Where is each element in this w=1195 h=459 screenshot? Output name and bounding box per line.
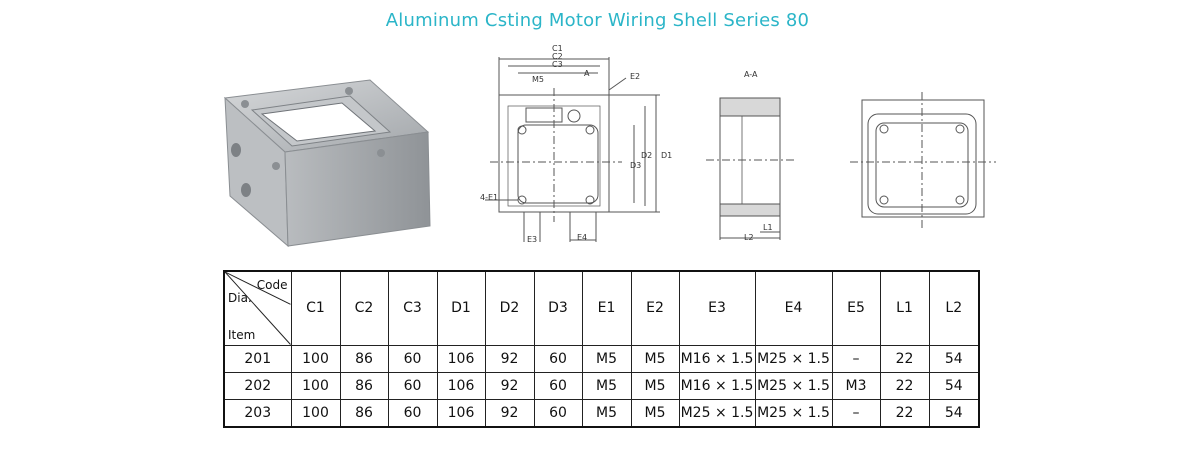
product-photo xyxy=(223,79,431,248)
table-cell: 60 xyxy=(533,398,583,427)
table-cell: 92 xyxy=(484,344,535,373)
table-cell: 92 xyxy=(484,398,535,427)
page-title: Aluminum Csting Motor Wiring Shell Serie… xyxy=(385,10,810,31)
table-cell: 86 xyxy=(339,371,389,400)
header-e3: E3 xyxy=(678,270,756,346)
header-l2: L2 xyxy=(928,270,980,346)
table-cell: M5 xyxy=(581,398,632,427)
table-cell: 54 xyxy=(928,371,980,400)
label-e2: E2 xyxy=(630,72,640,81)
label-c3: C3 xyxy=(552,60,563,69)
table-cell: 106 xyxy=(436,344,486,373)
technical-drawings: C1 C2 C3 A M5 E2 D3 D2 D1 4-E1 E3 E4 A-A… xyxy=(223,44,996,248)
table-cell: 100 xyxy=(290,371,341,400)
header-l1: L1 xyxy=(879,270,930,346)
table-cell: – xyxy=(831,398,881,427)
table-cell: 203 xyxy=(223,398,292,427)
label-e4: E4 xyxy=(577,233,587,242)
table-cell: 22 xyxy=(879,344,930,373)
table-cell: 100 xyxy=(290,398,341,427)
table-cell: 106 xyxy=(436,398,486,427)
table-cell: 92 xyxy=(484,371,535,400)
header-c1: C1 xyxy=(290,270,341,346)
table-corner-cell: Code Dia. Item xyxy=(223,270,292,346)
label-e3: E3 xyxy=(527,235,537,244)
table-cell: M25 × 1.5 xyxy=(754,398,833,427)
header-e2: E2 xyxy=(630,270,680,346)
table-row: 201 100 86 60 106 92 60 M5 M5 M16 × 1.5 … xyxy=(223,344,980,373)
table-cell: 202 xyxy=(223,371,292,400)
front-view-labels: C1 C2 C3 A M5 E2 D3 D2 D1 4-E1 E3 E4 xyxy=(480,44,672,244)
table-cell: 60 xyxy=(387,344,438,373)
table-cell: 106 xyxy=(436,371,486,400)
table-cell: M5 xyxy=(630,398,680,427)
table-row: 203 100 86 60 106 92 60 M5 M5 M25 × 1.5 … xyxy=(223,398,980,427)
table-cell: 86 xyxy=(339,398,389,427)
label-d3: D3 xyxy=(630,161,641,170)
section-view-labels: A-A L1 L2 xyxy=(744,70,773,242)
table-cell: M5 xyxy=(581,371,632,400)
table-cell: 60 xyxy=(387,398,438,427)
label-a: A xyxy=(584,69,590,78)
table-cell: M25 × 1.5 xyxy=(754,371,833,400)
header-e5: E5 xyxy=(831,270,881,346)
table-cell: 54 xyxy=(928,398,980,427)
section-view-drawing xyxy=(706,97,795,240)
table-cell: M5 xyxy=(630,371,680,400)
table-cell: M5 xyxy=(581,344,632,373)
header-d2: D2 xyxy=(484,270,535,346)
label-d1: D1 xyxy=(661,151,672,160)
table-cell: M25 × 1.5 xyxy=(754,344,833,373)
table-cell: M16 × 1.5 xyxy=(678,371,756,400)
header-c2: C2 xyxy=(339,270,389,346)
label-c2: C2 xyxy=(552,52,563,61)
table-cell: – xyxy=(831,344,881,373)
corner-code-label: Code xyxy=(256,278,288,292)
header-d3: D3 xyxy=(533,270,583,346)
table-cell: 54 xyxy=(928,344,980,373)
corner-item-label: Item xyxy=(228,327,256,342)
label-l1: L1 xyxy=(763,223,773,232)
label-l2: L2 xyxy=(744,233,754,242)
table-cell: 201 xyxy=(223,344,292,373)
corner-dia-label: Dia. xyxy=(228,291,252,305)
top-view-drawing xyxy=(850,92,996,228)
label-c1: C1 xyxy=(552,44,563,53)
table-header-row: Code Dia. Item C1 C2 C3 D1 D2 D3 E1 E2 E… xyxy=(223,270,980,346)
table-cell: M5 xyxy=(630,344,680,373)
table-cell: M16 × 1.5 xyxy=(678,344,756,373)
table-cell: 22 xyxy=(879,371,930,400)
label-m5: M5 xyxy=(532,75,544,84)
table-cell: 22 xyxy=(879,398,930,427)
table-cell: 86 xyxy=(339,344,389,373)
label-section-a-a: A-A xyxy=(744,70,758,79)
header-c3: C3 xyxy=(387,270,438,346)
table-cell: 60 xyxy=(533,344,583,373)
table-cell: 60 xyxy=(533,371,583,400)
header-d1: D1 xyxy=(436,270,486,346)
table-cell: 100 xyxy=(290,344,341,373)
table-cell: 60 xyxy=(387,371,438,400)
label-4-e1: 4-E1 xyxy=(480,193,498,202)
spec-table: Code Dia. Item C1 C2 C3 D1 D2 D3 E1 E2 E… xyxy=(223,270,980,428)
front-view-drawing xyxy=(485,57,660,242)
table-cell: M25 × 1.5 xyxy=(678,398,756,427)
header-e4: E4 xyxy=(754,270,833,346)
header-e1: E1 xyxy=(581,270,632,346)
table-cell: M3 xyxy=(831,371,881,400)
table-row: 202 100 86 60 106 92 60 M5 M5 M16 × 1.5 … xyxy=(223,371,980,400)
label-d2: D2 xyxy=(641,151,652,160)
